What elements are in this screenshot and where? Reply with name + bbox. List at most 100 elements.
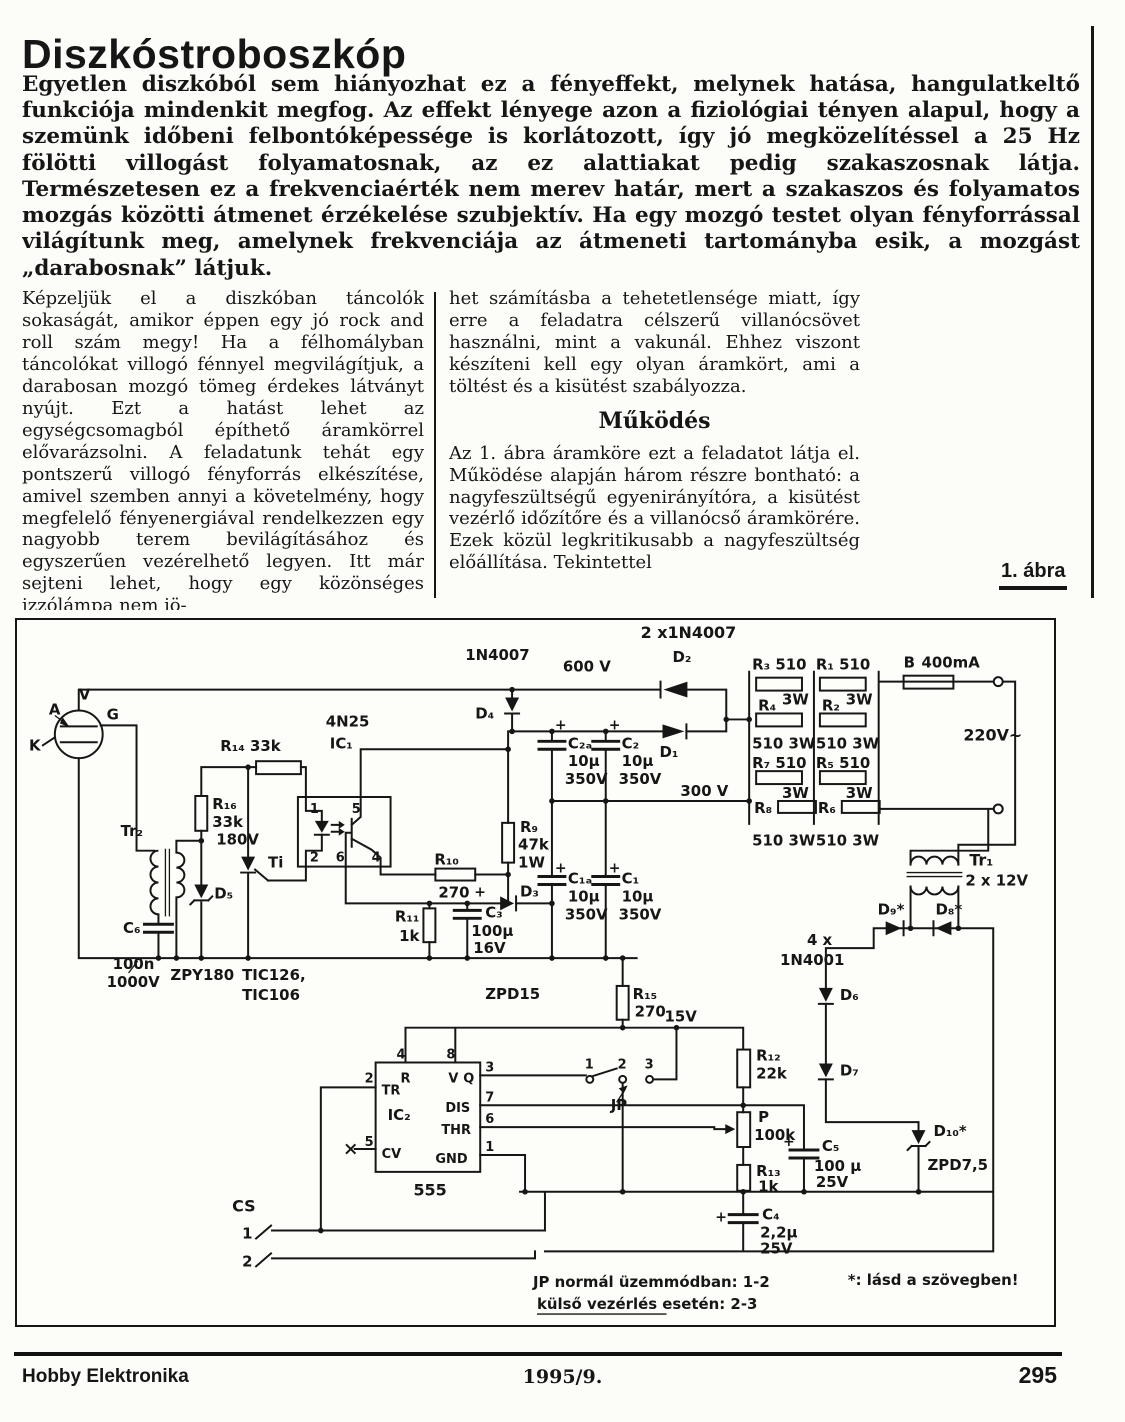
schematic-label: D₃ — [520, 882, 539, 900]
schematic-label: TR — [382, 1083, 401, 1098]
figure-label: 1. ábra — [999, 560, 1068, 590]
schematic-label: 1000V — [107, 973, 161, 991]
schematic-label: külső vezérlés esetén: 2-3 — [537, 1295, 757, 1313]
footer-page-number: 295 — [1018, 1362, 1057, 1388]
column-right-paragraph-2: Az 1. ábra áramköre ezt a feladatot látj… — [449, 442, 860, 574]
section-heading: Működés — [598, 407, 711, 434]
schematic-label: CS — [232, 1197, 255, 1216]
junction-dots — [155, 686, 962, 1234]
schematic-label: 25V — [760, 1239, 793, 1257]
schematic-label: 180V — [216, 831, 259, 849]
transformer-tr2-symbol — [128, 848, 186, 974]
schematic-label: C₆ — [123, 919, 140, 937]
schematic-label: 1 — [485, 1140, 494, 1155]
schematic-label: ZPD7,5 — [927, 1156, 988, 1174]
schematic-label: Tr₂ — [121, 822, 143, 840]
schematic-label: R — [401, 1071, 411, 1086]
schematic-label: 15V — [665, 1008, 698, 1026]
schematic-label: *: lásd a szövegben! — [848, 1271, 1019, 1289]
schematic-label: + — [555, 861, 567, 877]
schematic-label: 300 V — [680, 782, 728, 800]
resistor-symbols — [194, 676, 881, 1192]
cs-terminals-symbol — [254, 1224, 273, 1268]
schematic-label: DIS — [445, 1101, 470, 1116]
schematic-label: + — [555, 717, 567, 733]
schematic-label: 8 — [446, 1048, 455, 1063]
schematic-label: 1 — [310, 802, 319, 817]
schematic-label: D₄ — [475, 704, 494, 722]
schematic-label: Ti — [268, 854, 283, 872]
schematic-label: CV — [382, 1147, 402, 1162]
schematic-label: 4 — [372, 851, 381, 866]
schematic-label: IC₂ — [388, 1106, 411, 1124]
schematic-label: 510 3W — [816, 734, 879, 752]
schematic-label: 33k — [212, 813, 244, 831]
schematic-label: 25V — [816, 1173, 849, 1191]
footer-rule — [14, 1352, 1062, 1356]
schematic-label: 510 3W — [752, 832, 815, 850]
schematic-label: 1N4001 — [780, 951, 844, 969]
schematic-label: C₂ₐ — [568, 734, 592, 752]
schematic-label: 3W — [846, 784, 873, 802]
schematic-label: THR — [441, 1123, 471, 1138]
schematic-label: 510 3W — [752, 734, 815, 752]
schematic-label: 6 — [336, 851, 345, 866]
schematic-label: R₇ 510 — [752, 754, 806, 772]
schematic-label: 1W — [518, 854, 545, 872]
footer-magazine-name: Hobby Elektronika — [22, 1366, 189, 1387]
schematic-label: R₃ 510 — [752, 656, 806, 674]
schematic-label: 270 — [635, 1003, 666, 1021]
schematic-label: 600 V — [563, 658, 611, 676]
schematic-label: ZPD15 — [485, 985, 540, 1003]
schematic-label: 2 — [242, 1252, 252, 1270]
schematic-label: JP — [610, 1096, 628, 1114]
schematic-label: R₁₄ 33k — [220, 737, 282, 755]
jumper-jp-symbol — [585, 1067, 655, 1103]
schematic-label: 1k — [758, 1178, 779, 1196]
schematic-label: 100k — [754, 1126, 796, 1144]
schematic-label: + — [715, 1210, 727, 1226]
schematic-label: 2 x 12V — [965, 872, 1028, 890]
schematic-label: R₅ 510 — [816, 754, 870, 772]
schematic-label: 1 — [242, 1225, 252, 1243]
schematic-label: 4N25 — [326, 712, 370, 730]
schematic-label: 3W — [782, 691, 809, 709]
schematic-label: 10μ — [622, 887, 654, 905]
schematic-label: GND — [435, 1152, 467, 1167]
schematic-label: 220V~ — [963, 725, 1022, 744]
schematic-label: + — [609, 717, 621, 733]
schematic-label: R₁₅ — [633, 985, 658, 1003]
schematic-label: R₁₆ — [212, 795, 237, 813]
schematic-label: P — [758, 1108, 769, 1126]
fuse-symbol — [902, 674, 955, 690]
mains-terminals — [992, 676, 1004, 815]
column-divider-rule — [434, 292, 436, 598]
schematic-label: + — [783, 1134, 795, 1150]
schematic-label: 350V — [619, 905, 662, 923]
schematic-label: 350V — [565, 905, 608, 923]
schematic-label: C₁ₐ — [568, 870, 592, 888]
schematic-label: C₁ — [622, 870, 639, 888]
schematic-label: 5 — [352, 802, 361, 817]
schematic-label: 3 — [485, 1060, 494, 1075]
schematic-label: + — [609, 861, 621, 877]
schematic-label: 4 x — [807, 931, 833, 949]
wires — [77, 670, 1017, 1260]
footer-issue: 1995/9. — [522, 1366, 603, 1388]
schematic-label: Q — [463, 1071, 474, 1086]
schematic-label: 5 — [365, 1135, 374, 1150]
schematic-label: 10μ — [568, 887, 600, 905]
schematic-label: 22k — [756, 1064, 788, 1082]
schematic-label: ZPY180 — [170, 966, 234, 984]
schematic-label: R₈ — [754, 799, 772, 817]
schematic-label: D₈* — [935, 900, 962, 918]
schematic-label: 100 μ — [814, 1157, 861, 1175]
column-left: Képzeljük el a diszkóban táncolók sokasá… — [22, 288, 424, 610]
schematic-label: Tr₁ — [969, 851, 993, 870]
schematic-label: R₁₃ — [756, 1162, 781, 1180]
column-right: het számításba a tehetetlensége miatt, í… — [449, 288, 860, 610]
schematic-label: R₉ — [520, 818, 538, 836]
schematic-label: R₁₀ — [434, 851, 459, 869]
